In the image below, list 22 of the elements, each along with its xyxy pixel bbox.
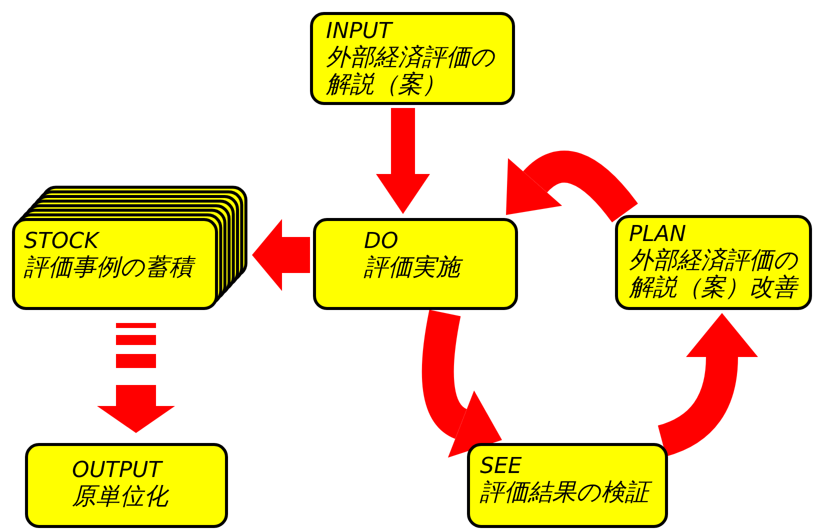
process-box xyxy=(25,443,228,528)
box-heading: OUTPUT xyxy=(72,458,164,483)
box-heading: DO xyxy=(364,229,400,254)
box-heading: SEE xyxy=(480,454,523,479)
box-text: 外部経済評価の解説（案） xyxy=(326,44,496,98)
box-text: 評価実施 xyxy=(364,254,514,281)
arrow xyxy=(252,219,310,291)
box-heading: INPUT xyxy=(326,19,394,44)
process-box xyxy=(12,218,218,310)
arrow xyxy=(422,310,500,456)
box-text: 評価事例の蓄積 xyxy=(24,254,208,281)
box-text: 外部経済評価の解説（案）改善 xyxy=(629,247,800,301)
process-box xyxy=(467,443,668,528)
arrow xyxy=(376,108,430,214)
box-heading: STOCK xyxy=(24,229,101,254)
box-heading: PLAN xyxy=(629,222,688,247)
process-box xyxy=(310,12,515,105)
box-text: 原単位化 xyxy=(72,483,170,510)
process-box xyxy=(313,218,518,310)
box-text: 評価結果の検証 xyxy=(480,479,664,506)
arrow xyxy=(504,150,638,223)
process-box xyxy=(615,215,812,310)
